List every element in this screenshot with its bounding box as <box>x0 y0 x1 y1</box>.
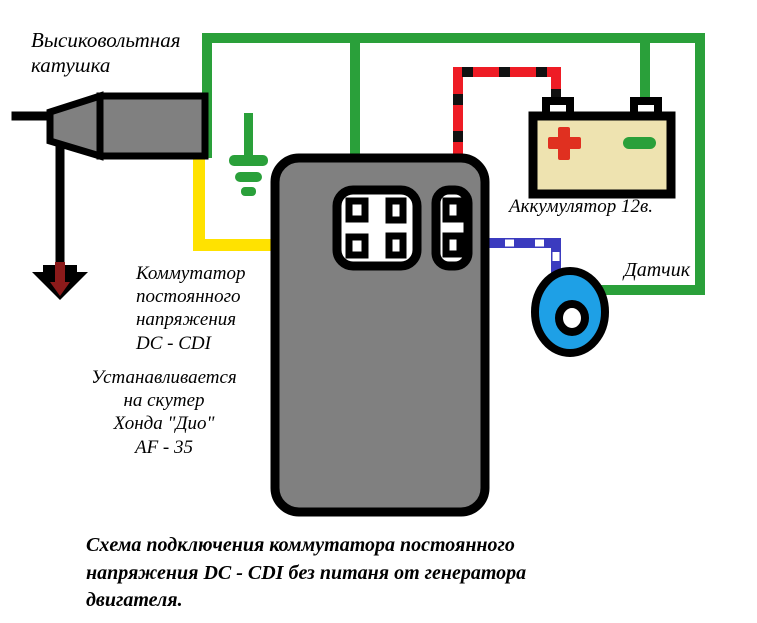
label-battery: Аккумулятор 12в. <box>509 196 653 217</box>
connector-4-pin <box>332 185 422 271</box>
spark-plug-arrow <box>32 262 88 300</box>
label-sensor: Датчик <box>624 259 691 281</box>
ignition-coil <box>46 91 209 161</box>
pickup-sensor <box>531 267 609 357</box>
pin-bottom-left <box>345 233 369 259</box>
wire-red-dash-overlay-icon <box>453 67 561 210</box>
wire-green-ground-main <box>202 33 705 295</box>
connector-2-pin <box>431 185 473 271</box>
label-cdi-module: Коммутатор постоянного напряжения DC - C… <box>136 263 246 354</box>
battery-plus-icon <box>548 127 581 160</box>
pin-top <box>442 197 464 223</box>
battery-12v <box>528 97 676 199</box>
label-high-voltage-coil: Высиковольтная катушка <box>31 28 181 77</box>
pin-top-right <box>385 197 407 224</box>
pin-bottom-right <box>385 232 407 259</box>
connector-4-pin-slots <box>345 197 407 259</box>
connector-2-pin-slots <box>442 197 464 258</box>
diagram-caption: Схема подключения коммутатора постоянног… <box>86 534 527 612</box>
pin-bottom <box>442 232 464 258</box>
ground-symbol <box>229 113 268 196</box>
label-install-note: Устанавливается на скутер Хонда "Дио" AF… <box>91 367 237 458</box>
pin-top-left <box>345 197 369 223</box>
battery-minus-icon <box>623 137 656 149</box>
